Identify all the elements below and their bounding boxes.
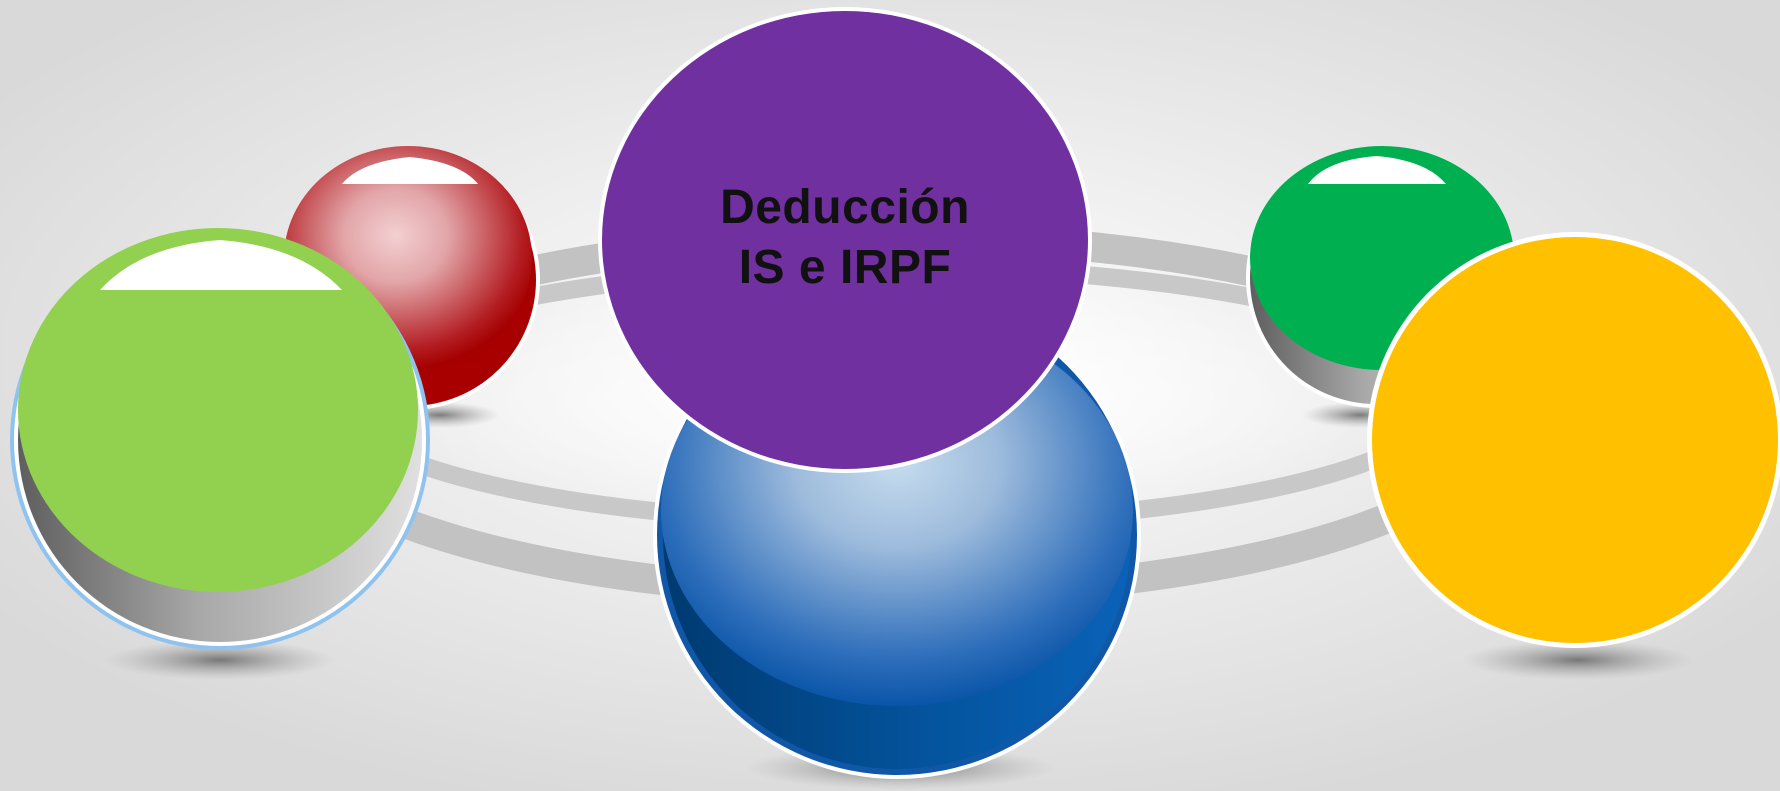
green-sphere-highlight [1308, 156, 1446, 184]
red-sphere-highlight [342, 157, 478, 184]
center-title-line1: Deducción [720, 181, 970, 234]
lime-sphere [10, 228, 430, 650]
yellow-sphere [1367, 232, 1780, 648]
center-title: Deducción IS e IRPF [600, 178, 1090, 298]
lime-sphere-highlight [100, 240, 342, 290]
center-bubble [598, 7, 1092, 473]
center-title-line2: IS e IRPF [738, 241, 952, 294]
